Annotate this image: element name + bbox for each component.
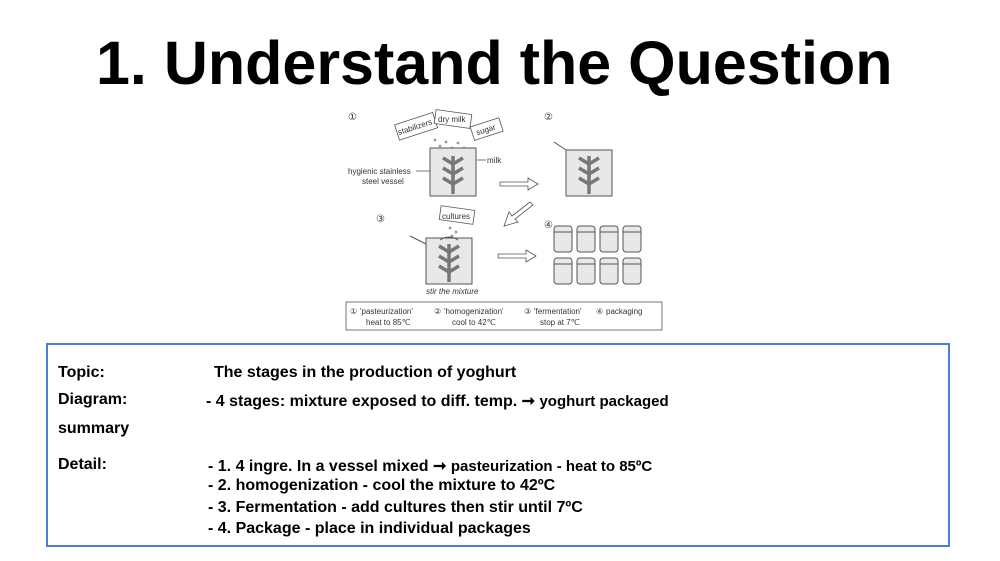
vessel-label-line1: hygienic stainless <box>348 167 411 176</box>
stage-1-vessel: stabilizers dry milk sugar milk hygienic… <box>348 109 504 197</box>
vessel-label-line2: steel vessel <box>362 177 404 186</box>
diagram-text: - 4 stages: mixture exposed to diff. tem… <box>206 393 669 410</box>
arrow-1-to-2 <box>499 177 539 191</box>
detail-line-1: - 1. 4 ingre. In a vessel mixed ➞ pasteu… <box>208 458 653 475</box>
detail-line-2: - 2. homogenization - cool the mixture t… <box>208 477 556 494</box>
milk-label: milk <box>487 156 502 165</box>
legend-1-num: ① <box>350 307 357 316</box>
legend-1-detail: heat to 85℃ <box>366 318 411 327</box>
legend-2-name: 'homogenization' <box>444 307 504 316</box>
cultures-label: cultures <box>442 212 470 221</box>
stage-4-jars <box>553 225 642 285</box>
stage-2-vessel <box>553 141 613 197</box>
summary-label: summary <box>58 420 130 437</box>
legend-3-name: 'fermentation' <box>534 307 582 316</box>
arrow-2-to-3 <box>503 201 534 227</box>
detail-line-4: - 4. Package - place in individual packa… <box>208 520 531 537</box>
legend-4-num: ④ <box>596 307 603 316</box>
detail-line-3: - 3. Fermentation - add cultures then st… <box>208 499 583 516</box>
topic-label: Topic: <box>58 364 105 381</box>
legend-box <box>345 301 663 331</box>
step-1-number: ① <box>348 112 357 123</box>
arrow-3-to-4 <box>497 249 537 263</box>
dry-milk-label: dry milk <box>438 115 467 124</box>
stir-label: stir the mixture <box>426 287 479 296</box>
legend-2-detail: cool to 42℃ <box>452 318 496 327</box>
yoghurt-process-diagram: ① ② ③ ④ stabilizers dry milk sugar milk … <box>345 109 663 331</box>
legend-3-num: ③ <box>524 307 531 316</box>
step-4-number: ④ <box>544 220 553 231</box>
page-title: 1. Understand the Question <box>96 29 893 97</box>
step-3-number: ③ <box>376 214 385 225</box>
detail-label: Detail: <box>58 456 107 473</box>
legend-1-name: 'pasteurization' <box>360 307 413 316</box>
step-2-number: ② <box>544 112 553 123</box>
legend-4-name: packaging <box>606 307 642 316</box>
legend-3-detail: stop at 7℃ <box>540 318 580 327</box>
legend-2-num: ② <box>434 307 441 316</box>
topic-text: The stages in the production of yoghurt <box>214 364 517 381</box>
stage-3-vessel: cultures stir the mixture <box>409 205 479 296</box>
summary-panel: Topic: The stages in the production of y… <box>46 343 950 547</box>
diagram-label: Diagram: <box>58 391 128 408</box>
